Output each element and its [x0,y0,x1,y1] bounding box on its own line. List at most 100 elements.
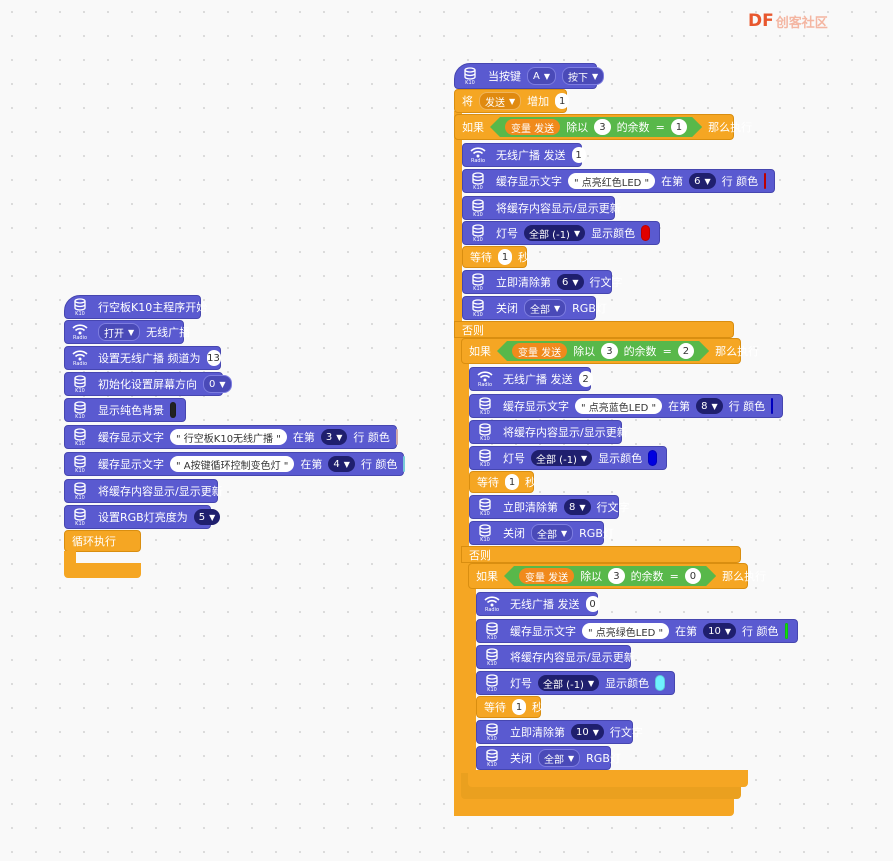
clear-row-dropdown[interactable]: 10▼ [571,724,604,740]
compare-value-input[interactable]: 2 [678,343,694,359]
lamp-color-block[interactable]: K10 灯号 全部 (-1)▼ 显示颜色 [462,221,660,245]
cache-text-block-1[interactable]: K10 缓存显示文字 " 行空板K10无线广播 " 在第 3▼ 行 颜色 [64,425,398,449]
k10-icon: K10 [481,747,503,769]
clear-row-block[interactable]: K10 立即清除第 8▼ 行文字 [469,495,630,519]
rgb-off-dropdown[interactable]: 全部▼ [538,749,581,767]
on-button-press-hat[interactable]: K10 当按键 A▼ 按下▼ [454,63,605,89]
if3-block[interactable]: 如果 变量 发送 除以 3 的余数 = 0 那么执行 [468,563,766,589]
clear-row-dropdown[interactable]: 8▼ [564,499,591,515]
clear-row-dropdown[interactable]: 6▼ [557,274,584,290]
wait-seconds-input[interactable]: 1 [498,249,512,265]
lamp-dropdown[interactable]: 全部 (-1)▼ [524,225,586,241]
k10-icon: K10 [474,421,496,443]
if2-block[interactable]: 如果 变量 发送 除以 3 的余数 = 2 那么执行 [461,338,759,364]
row-dropdown[interactable]: 10▼ [703,623,737,639]
lamp-color-block[interactable]: K10 灯号 全部 (-1)▼ 显示颜色 [476,671,675,695]
if1-condition[interactable]: 变量 发送 除以 3 的余数 = 1 [490,117,702,137]
divisor-input[interactable]: 3 [608,568,624,584]
button-action-dropdown[interactable]: 按下▼ [562,67,605,85]
cache-text-input[interactable]: " 点亮绿色LED " [582,623,670,639]
send-value-input[interactable]: 0 [585,596,600,612]
cache-text-block[interactable]: K10 缓存显示文字 " 点亮蓝色LED " 在第 8▼ 行 颜色 [469,394,783,418]
radio-send-block[interactable]: Radio 无线广播 发送 0 [476,592,600,616]
lamp-dropdown[interactable]: 全部 (-1)▼ [531,450,593,466]
lamp-color-swatch[interactable] [648,450,657,466]
refresh-display-block[interactable]: K10 将缓存内容显示/显示更新 [462,196,621,220]
variable-reporter[interactable]: 变量 发送 [512,343,567,359]
cache-text-input[interactable]: " 点亮蓝色LED " [575,398,663,414]
refresh-display-block[interactable]: K10 将缓存内容显示/显示更新 [469,420,628,444]
change-value-input[interactable]: 1 [555,93,570,109]
rgb-off-block[interactable]: K10 关闭 全部▼ RGB灯 [469,521,614,545]
channel-input[interactable]: 13 [206,350,221,366]
lamp-color-swatch[interactable] [641,225,650,241]
solid-background-block[interactable]: K10 显示纯色背景 [64,398,186,422]
row-dropdown[interactable]: 4▼ [328,456,355,472]
rgb-brightness-block[interactable]: K10 设置RGB灯亮度为 5▼ [64,505,221,529]
send-value-input[interactable]: 1 [571,147,586,163]
text-color-swatch[interactable] [764,173,767,189]
variable-dropdown[interactable]: 发送▼ [479,92,522,110]
compare-value-input[interactable]: 0 [685,568,701,584]
clear-row-block[interactable]: K10 立即清除第 10▼ 行文字 [476,720,643,744]
wait-block[interactable]: 等待 1 秒 [476,696,543,718]
rgb-off-dropdown[interactable]: 全部▼ [524,299,567,317]
if3-condition[interactable]: 变量 发送 除以 3 的余数 = 0 [504,566,716,586]
wait-block[interactable]: 等待 1 秒 [469,471,536,493]
cache-text-block-2[interactable]: K10 缓存显示文字 " A按键循环控制变色灯 " 在第 4▼ 行 颜色 [64,452,406,476]
variable-reporter[interactable]: 变量 发送 [519,568,574,584]
k10-icon: K10 [69,399,91,421]
lamp-color-swatch[interactable] [655,675,665,691]
radio-send-block[interactable]: Radio 无线广播 发送 1 [462,143,586,167]
radio-channel-block[interactable]: Radio 设置无线广播 频道为 13 [64,346,221,370]
k10-icon: K10 [459,65,481,87]
if1-block[interactable]: 如果 变量 发送 除以 3 的余数 = 1 那么执行 [454,114,752,140]
rgb-off-block[interactable]: K10 关闭 全部▼ RGB灯 [476,746,621,770]
cache-text-input[interactable]: " 行空板K10无线广播 " [170,429,287,445]
radio-icon: Radio [467,144,489,166]
cache-text-block[interactable]: K10 缓存显示文字 " 点亮红色LED " 在第 6▼ 行 颜色 [462,169,775,193]
k10-icon: K10 [474,522,496,544]
text-color-swatch[interactable] [403,456,406,472]
cache-text-input[interactable]: " A按键循环控制变色灯 " [170,456,295,472]
row-dropdown[interactable]: 6▼ [689,173,716,189]
orientation-dropdown[interactable]: 0▼ [203,375,232,393]
refresh-display-block[interactable]: K10 将缓存内容显示/显示更新 [64,479,223,503]
compare-value-input[interactable]: 1 [671,119,687,135]
k10-icon: K10 [467,271,489,293]
divisor-input[interactable]: 3 [594,119,610,135]
brightness-dropdown[interactable]: 5▼ [193,509,221,525]
wait-block[interactable]: 等待 1 秒 [462,246,529,268]
radio-toggle-block[interactable]: Radio 打开▼ 无线广播 [64,320,190,344]
text-color-swatch[interactable] [395,429,398,445]
divisor-input[interactable]: 3 [601,343,617,359]
forever-loop-block[interactable]: 循环执行 [64,530,141,552]
rgb-off-block[interactable]: K10 关闭 全部▼ RGB灯 [462,296,607,320]
clear-row-block[interactable]: K10 立即清除第 6▼ 行文字 [462,270,623,294]
rgb-off-dropdown[interactable]: 全部▼ [531,524,574,542]
wait-seconds-input[interactable]: 1 [505,474,519,490]
button-key-dropdown[interactable]: A▼ [527,67,556,85]
radio-toggle-dropdown[interactable]: 打开▼ [98,323,141,341]
k10-icon: K10 [481,721,503,743]
radio-send-block[interactable]: Radio 无线广播 发送 2 [469,367,593,391]
row-dropdown[interactable]: 8▼ [696,398,723,414]
row-dropdown[interactable]: 3▼ [320,429,348,445]
text-color-swatch[interactable] [771,398,774,414]
bg-color-swatch[interactable] [170,402,176,418]
k10-main-start-block[interactable]: K10 行空板K10主程序开始 [64,295,207,319]
variable-reporter[interactable]: 变量 发送 [505,119,560,135]
send-value-input[interactable]: 2 [578,371,593,387]
if2-condition[interactable]: 变量 发送 除以 3 的余数 = 2 [497,341,709,361]
wait-seconds-input[interactable]: 1 [512,699,526,715]
radio-icon: Radio [474,368,496,390]
lamp-color-block[interactable]: K10 灯号 全部 (-1)▼ 显示颜色 [469,446,667,470]
cache-text-block[interactable]: K10 缓存显示文字 " 点亮绿色LED " 在第 10▼ 行 颜色 [476,619,798,643]
text-color-swatch[interactable] [784,623,788,639]
screen-orientation-block[interactable]: K10 初始化设置屏幕方向 0▼ [64,372,232,396]
lamp-dropdown[interactable]: 全部 (-1)▼ [538,675,600,691]
cache-text-input[interactable]: " 点亮红色LED " [568,173,656,189]
change-variable-block[interactable]: 将 发送▼ 增加 1 [454,89,570,113]
refresh-display-block[interactable]: K10 将缓存内容显示/显示更新 [476,645,635,669]
